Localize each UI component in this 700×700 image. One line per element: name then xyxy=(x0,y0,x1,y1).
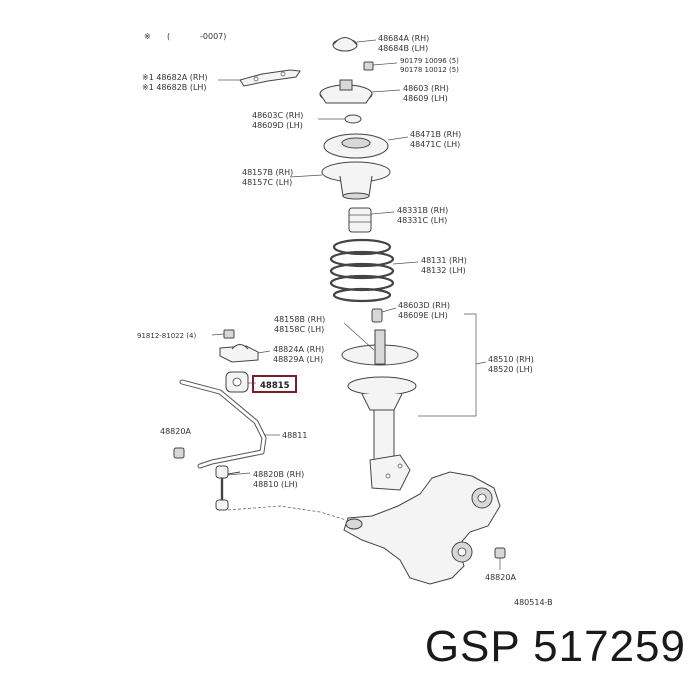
label-48682a: ※1 48682A (RH) xyxy=(142,73,208,82)
coil-spring xyxy=(329,238,395,303)
washer-48603c xyxy=(344,114,362,124)
label-90178: 90178 10012 (5) xyxy=(400,66,459,74)
label-48829a: 48829A (LH) xyxy=(273,355,323,364)
support-mount xyxy=(319,79,373,104)
bracket-48824 xyxy=(219,344,259,363)
header-marker: ※ xyxy=(144,32,151,41)
strut-cap xyxy=(332,37,358,52)
label-48158b: 48158B (RH) xyxy=(274,315,325,324)
label-48684a: 48684A (RH) xyxy=(378,34,429,43)
stabilizer-bushing-48815 xyxy=(225,371,249,393)
nut-48820a-left xyxy=(173,447,185,459)
stabilizer-bar-48811 xyxy=(179,379,267,469)
label-48471c: 48471C (LH) xyxy=(410,140,460,149)
label-48811: 48811 xyxy=(282,431,307,440)
spacer-48603d xyxy=(371,308,383,323)
label-48824a: 48824A (RH) xyxy=(273,345,324,354)
brand-part-number: GSP 517259 xyxy=(424,622,686,671)
lower-seat-48158 xyxy=(341,329,419,366)
nut-48820a-right xyxy=(494,547,506,559)
label-48820b: 48820B (RH) xyxy=(253,470,304,479)
nut xyxy=(363,61,374,71)
label-48815: 48815 xyxy=(260,381,290,391)
label-48603: 48603 (RH) xyxy=(403,84,449,93)
label-48682b: ※1 48682B (LH) xyxy=(142,83,207,92)
label-90179: 90179 10096 (5) xyxy=(400,57,459,65)
label-48510: 48510 (RH) xyxy=(488,355,534,364)
bumper-48331 xyxy=(348,207,372,233)
stabilizer-link-48820 xyxy=(215,465,241,511)
label-48158c: 48158C (LH) xyxy=(274,325,324,334)
label-48609: 48609 (LH) xyxy=(403,94,448,103)
label-48609d: 48609D (LH) xyxy=(252,121,303,130)
shock-absorber-48510 xyxy=(347,376,417,491)
label-48157c: 48157C (LH) xyxy=(242,178,292,187)
label-48157b: 48157B (RH) xyxy=(242,168,293,177)
label-48331b: 48331B (RH) xyxy=(397,206,448,215)
label-48131: 48131 (RH) xyxy=(421,256,467,265)
header-paren: ( xyxy=(167,32,170,41)
diagram-code: 480514-B xyxy=(514,598,553,607)
label-48684b: 48684B (LH) xyxy=(378,44,428,53)
label-48603c: 48603C (RH) xyxy=(252,111,303,120)
bearing-48471 xyxy=(323,133,389,159)
label-48810: 48810 (LH) xyxy=(253,480,298,489)
label-48471b: 48471B (RH) xyxy=(410,130,461,139)
label-48609e: 48609E (LH) xyxy=(398,311,448,320)
header-code: -0007) xyxy=(200,32,226,41)
label-91812: 91812-81022 (4) xyxy=(137,332,196,340)
spring-seat-48157 xyxy=(321,161,391,200)
bolt-91812 xyxy=(223,329,235,339)
bracket-48682 xyxy=(239,69,301,87)
label-48520: 48520 (LH) xyxy=(488,365,533,374)
label-48132: 48132 (LH) xyxy=(421,266,466,275)
highlight-box xyxy=(252,375,297,393)
label-48331c: 48331C (LH) xyxy=(397,216,447,225)
label-48603d: 48603D (RH) xyxy=(398,301,450,310)
steering-knuckle xyxy=(343,471,501,585)
label-48820a-right: 48820A xyxy=(485,573,516,582)
label-48820a-left: 48820A xyxy=(160,427,191,436)
